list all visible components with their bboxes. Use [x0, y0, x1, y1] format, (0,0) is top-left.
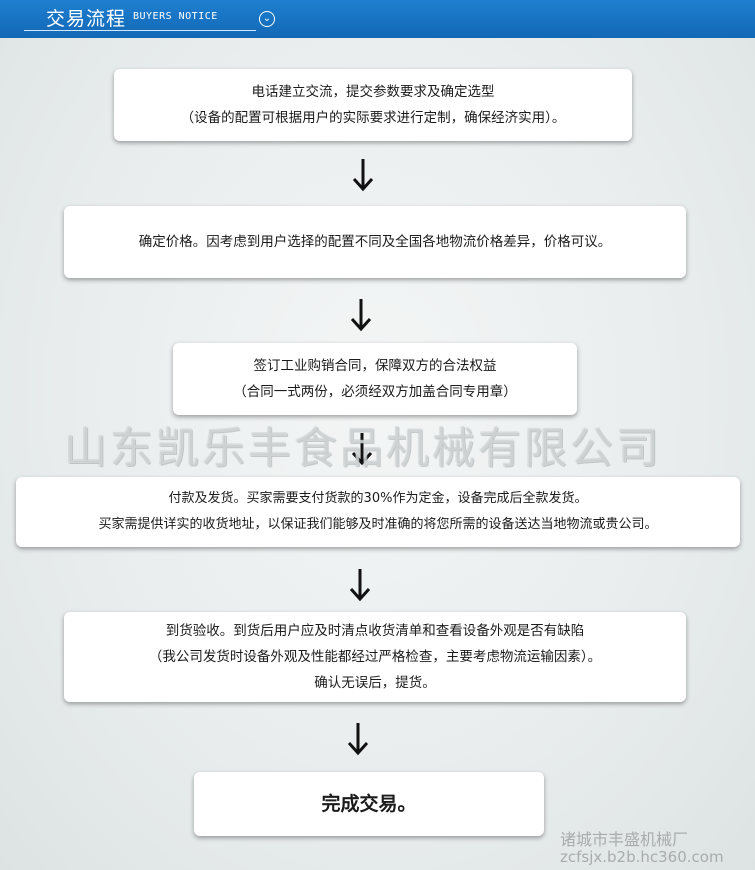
- arrow-down-icon: [352, 159, 374, 192]
- footer-company: 诸城市丰盛机械厂: [560, 830, 689, 849]
- arrow-down-icon: [351, 433, 373, 466]
- arrow-down-icon: [349, 569, 371, 602]
- step-4-line-2: 买家需提供详实的收货地址，以保证我们能够及时准确的将您所需的设备送达当地物流或贵…: [98, 517, 658, 532]
- step-6-box: 完成交易。: [194, 772, 544, 836]
- step-3-box: 签订工业购销合同，保障双方的合法权益 （合同一式两份，必须经双方加盖合同专用章）: [173, 343, 577, 415]
- step-1-line-1: 电话建立交流，提交参数要求及确定选型: [251, 84, 495, 100]
- step-5-box: 到货验收。到货后用户应及时清点收货清单和查看设备外观是否有缺陷 （我公司发货时设…: [64, 612, 686, 702]
- step-1-line-2: （设备的配置可根据用户的实际要求进行定制，确保经济实用）。: [180, 110, 566, 126]
- step-2-line-1: 确定价格。因考虑到用户选择的配置不同及全国各地物流价格差异，价格可议。: [138, 234, 612, 250]
- step-3-line-1: 签订工业购销合同，保障双方的合法权益: [253, 358, 497, 374]
- header-underline: [24, 30, 256, 31]
- step-4-box: 付款及发货。买家需要支付货款的30%作为定金，设备完成后全款发货。 买家需提供详…: [16, 477, 740, 547]
- arrow-down-icon: [350, 299, 372, 332]
- arrow-down-icon: [347, 723, 369, 756]
- step-2-box: 确定价格。因考虑到用户选择的配置不同及全国各地物流价格差异，价格可议。: [64, 206, 686, 278]
- step-3-line-2: （合同一式两份，必须经双方加盖合同专用章）: [233, 384, 517, 400]
- step-4-line-1: 付款及发货。买家需要支付货款的30%作为定金，设备完成后全款发货。: [168, 491, 588, 506]
- header-bar: 交易流程 BUYERS NOTICE ⌄: [0, 0, 755, 38]
- step-6-line-1: 完成交易。: [321, 793, 417, 815]
- step-5-line-1: 到货验收。到货后用户应及时清点收货清单和查看设备外观是否有缺陷: [165, 623, 585, 639]
- step-1-box: 电话建立交流，提交参数要求及确定选型 （设备的配置可根据用户的实际要求进行定制，…: [114, 69, 632, 141]
- step-5-line-2: （我公司发货时设备外观及性能都经过严格检查，主要考虑物流运输因素）。: [148, 649, 602, 665]
- page-subtitle: BUYERS NOTICE: [133, 11, 218, 22]
- footer-domain: zcfsjx.b2b.hc360.com: [560, 848, 724, 866]
- step-5-line-3: 确认无误后，提货。: [314, 675, 436, 691]
- chevron-down-circle-icon[interactable]: ⌄: [259, 11, 275, 27]
- page-title: 交易流程: [46, 8, 127, 30]
